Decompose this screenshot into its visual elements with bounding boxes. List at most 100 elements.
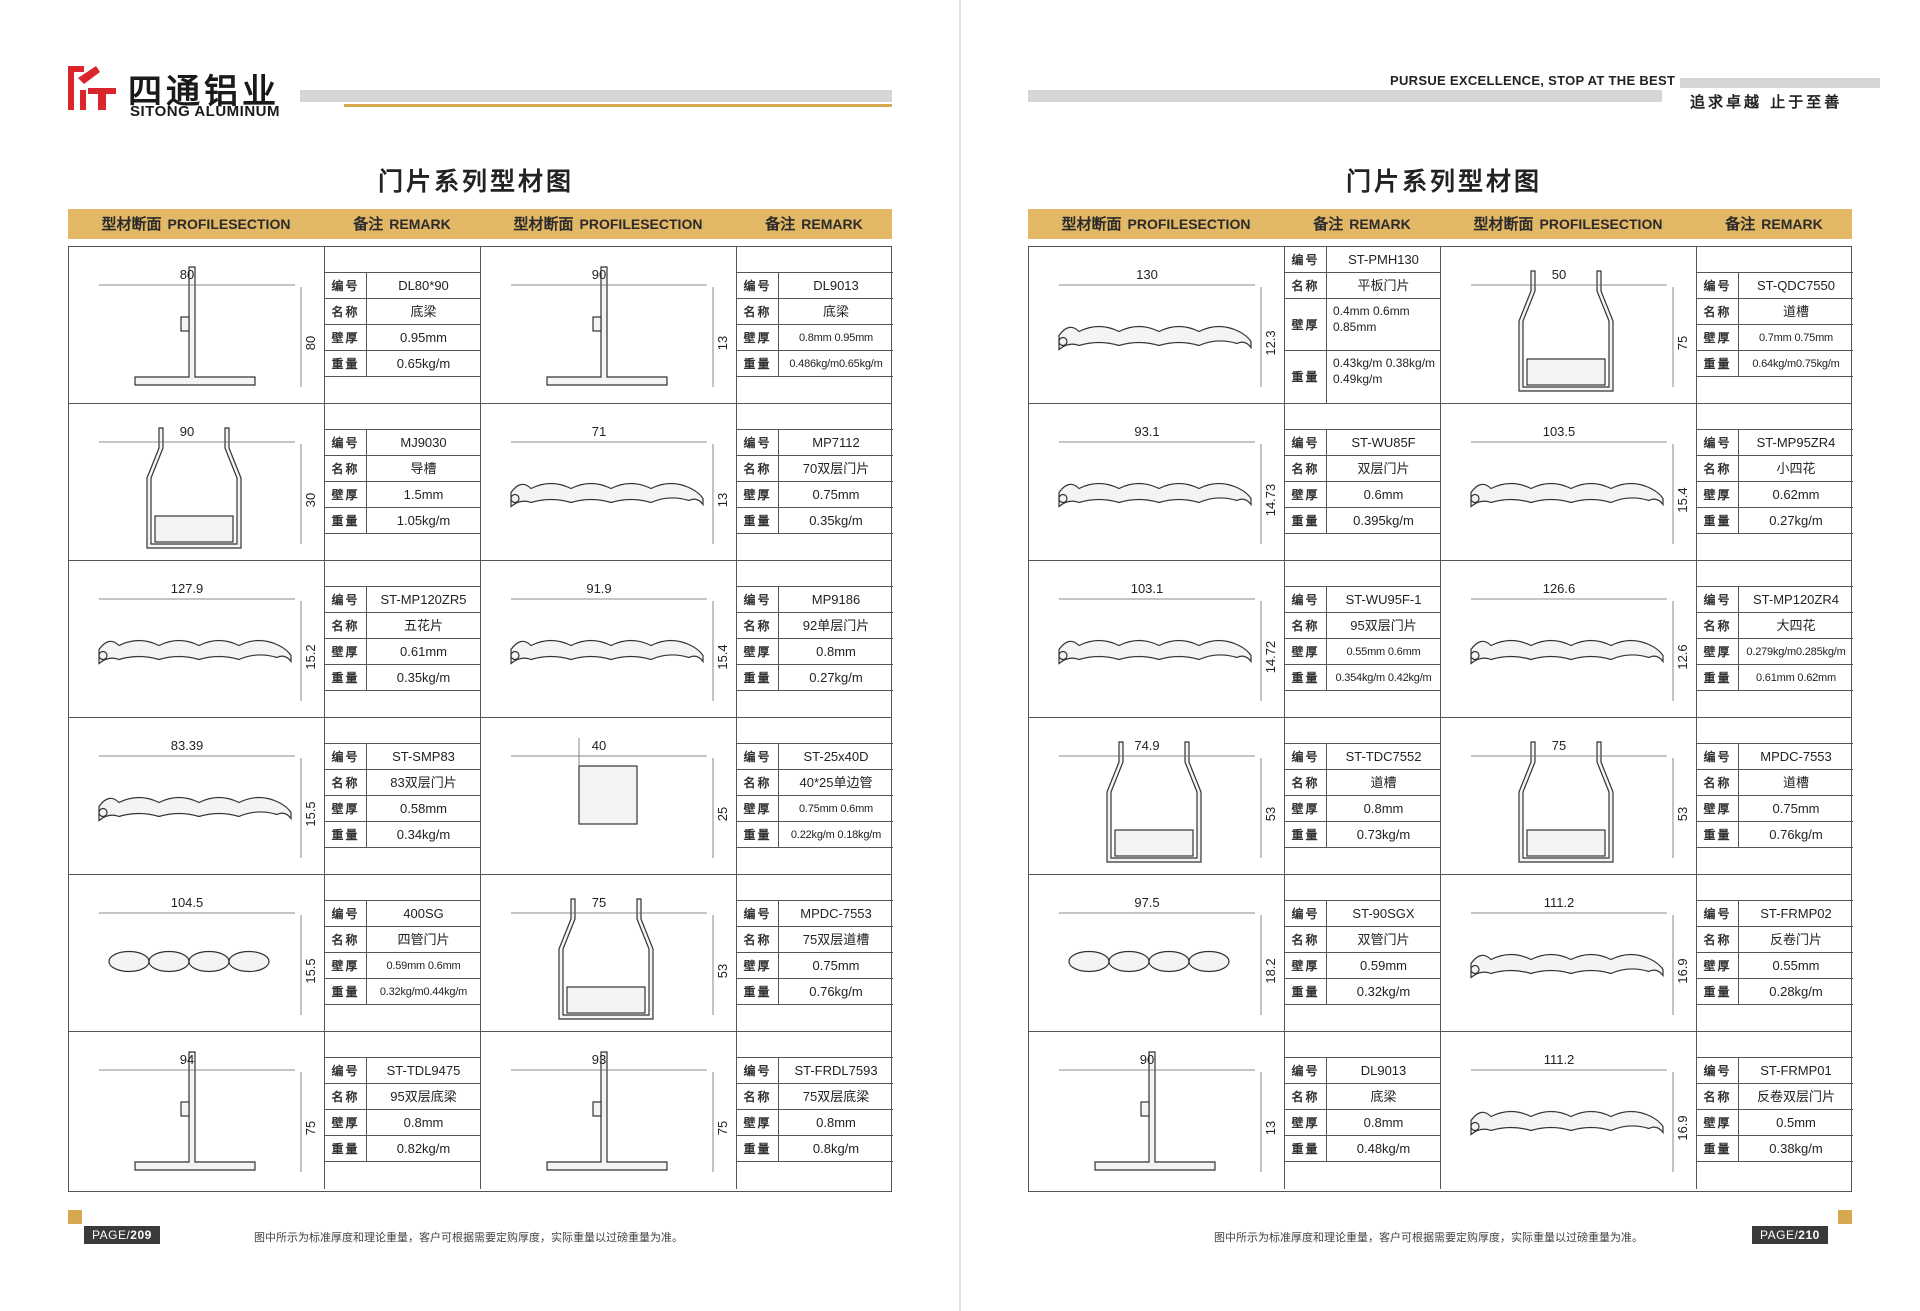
spec-key: 壁厚 (737, 953, 779, 978)
spec-key: 名称 (325, 1084, 367, 1109)
spec-value-name: 40*25单边管 (799, 775, 873, 790)
spec-value-code: ST-FRMP01 (1760, 1063, 1832, 1078)
spec-value-name: 底梁 (822, 304, 849, 319)
spec-key: 名称 (325, 770, 367, 795)
spec-value-thickness: 0.8mm (403, 1115, 444, 1130)
spec-key: 编号 (1697, 587, 1739, 612)
spec-value-thickness: 1.5mm (403, 487, 444, 502)
dimension-label: 16.9 (1675, 1115, 1690, 1140)
spec-key: 名称 (1285, 1084, 1327, 1109)
dimension-label: 80 (180, 267, 194, 282)
page-number-badge: PAGE/210 (1752, 1226, 1828, 1244)
dimension-label: 14.72 (1263, 641, 1278, 674)
spec-key: 名称 (1285, 613, 1327, 638)
dimension-label: 130 (1136, 267, 1158, 282)
spec-key: 名称 (737, 613, 779, 638)
spec-row-name: 名称反卷门片 (1697, 927, 1853, 953)
header-grey-bar-right (1680, 78, 1880, 88)
spec-spacer (1697, 1032, 1853, 1058)
spec-key: 壁厚 (737, 325, 779, 350)
spec-key: 名称 (325, 613, 367, 638)
spec-key: 名称 (737, 456, 779, 481)
guide-rail-profile-icon: 74.953 (1059, 738, 1278, 863)
spec-value-thickness: 0.55mm (1772, 958, 1820, 973)
spec-spacer (737, 247, 893, 273)
spec-row-name: 名称道槽 (1697, 770, 1853, 796)
spec-key: 编号 (1697, 273, 1739, 298)
spec-value-thickness: 0.5mm (1776, 1115, 1816, 1130)
spec-spacer (1285, 561, 1440, 587)
page-fold (959, 0, 961, 1311)
dimension-label: 30 (303, 493, 318, 507)
spec-key: 重量 (1285, 665, 1327, 690)
spec-key: 重量 (325, 351, 367, 376)
spec-key: 名称 (737, 1084, 779, 1109)
dimension-label: 83.39 (171, 738, 204, 753)
spec-value-thickness: 0.7mm 0.75mm (1758, 332, 1833, 344)
spec-value-name: 底梁 (410, 304, 437, 319)
spec-key: 编号 (325, 273, 367, 298)
brand-name-cn: 四通铝业 (128, 72, 280, 112)
dimension-label: 111.2 (1544, 895, 1575, 910)
spec-row-code: 编号 ST-FRMP01 (1697, 1058, 1853, 1084)
spec-key: 壁厚 (737, 639, 779, 664)
dimension-label: 18.2 (1263, 958, 1278, 983)
header-grey-bar (1028, 90, 1662, 102)
spec-key: 编号 (1285, 430, 1327, 455)
spec-spacer (737, 561, 893, 587)
spec-key: 名称 (1697, 613, 1739, 638)
dimension-label: 71 (592, 424, 606, 439)
logo-mark-icon (68, 66, 116, 110)
spec-key: 壁厚 (737, 1110, 779, 1135)
spec-value-thickness: 0.95mm (400, 330, 447, 345)
spec-key: 编号 (1697, 1058, 1739, 1083)
spec-value-name: 反卷双层门片 (1756, 1089, 1835, 1104)
dimension-label: 94 (180, 1052, 194, 1067)
spec-value-thickness: 0.55mm 0.6mm (1346, 646, 1421, 658)
spec-value-code: ST-25x40D (803, 749, 869, 764)
spec-key: 编号 (325, 587, 367, 612)
spec-key: 壁厚 (1697, 1110, 1739, 1135)
spec-key: 壁厚 (1285, 953, 1327, 978)
dimension-label: 103.1 (1131, 581, 1164, 596)
spec-value-weight: 0.34kg/m (396, 827, 451, 842)
spec-value-weight: 0.35kg/m (396, 670, 451, 685)
spec-value-code: ST-FRDL7593 (794, 1063, 878, 1078)
slogan-en: PURSUE EXCELLENCE, STOP AT THE BEST (1390, 73, 1676, 88)
spec-spacer (1697, 718, 1853, 744)
spec-key: 名称 (1697, 770, 1739, 795)
spec-spacer (325, 718, 480, 744)
spec-spacer (737, 1032, 893, 1058)
spec-key: 重量 (737, 979, 779, 1004)
